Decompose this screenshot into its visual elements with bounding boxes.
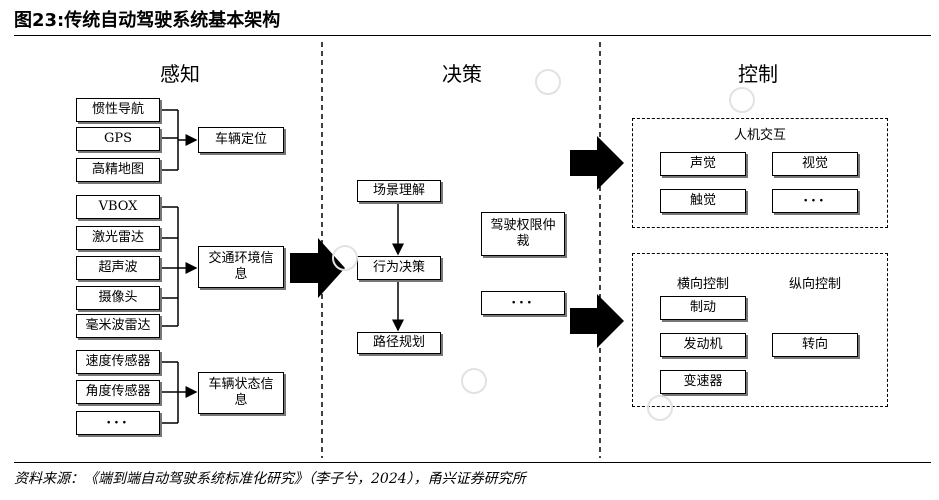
hmi-touch: 触觉 (660, 189, 746, 213)
column-heading-control: 控制 (738, 62, 778, 86)
hmi-sound: 声觉 (660, 152, 746, 176)
source-note: 资料来源：《端到端自动驾驶系统标准化研究》（李子兮，2024），甬兴证券研究所 (14, 471, 526, 487)
sensor-angle: 角度传感器 (76, 380, 160, 404)
column-heading-decision: 决策 (442, 62, 482, 86)
sensor-camera: 摄像头 (76, 286, 160, 310)
motion-control-group (632, 253, 888, 407)
control-transmission: 变速器 (660, 370, 746, 394)
hmi-group (632, 118, 888, 228)
title-rule (14, 35, 931, 36)
sensor-more: ··· (76, 411, 160, 435)
big-arrow-decision-hmi (570, 136, 624, 190)
sensor-vbox: VBOX (76, 195, 160, 219)
sensor-hd-map: 高精地图 (76, 158, 160, 182)
target-vehicle-localization: 车辆定位 (198, 127, 284, 153)
control-brake: 制动 (660, 296, 746, 320)
sensor-speed: 速度传感器 (76, 350, 160, 374)
big-arrow-decision-motion (570, 294, 624, 348)
decision-authority-arbitration: 驾驶权限仲裁 (481, 212, 565, 256)
bracket-group1 (160, 109, 198, 171)
big-arrow-perception-decision (290, 238, 345, 298)
sensor-mmwave-radar: 毫米波雷达 (76, 314, 160, 338)
longitudinal-control-title: 纵向控制 (788, 277, 841, 292)
sensor-ultrasonic: 超声波 (76, 256, 160, 280)
lateral-control-title: 横向控制 (676, 277, 729, 292)
target-traffic-environment: 交通环境信息 (198, 246, 284, 288)
decision-behavior: 行为决策 (357, 256, 441, 280)
footer-rule (14, 462, 931, 463)
decision-path-planning: 路径规划 (357, 332, 441, 354)
hmi-title: 人机交互 (733, 128, 786, 143)
control-engine: 发动机 (660, 333, 746, 357)
column-heading-perception: 感知 (160, 62, 200, 86)
control-steering: 转向 (772, 333, 858, 357)
decision-more: ··· (481, 291, 565, 315)
sensor-gps: GPS (76, 127, 160, 151)
decision-scene-understanding: 场景理解 (357, 180, 441, 202)
hmi-more: ··· (772, 189, 858, 213)
bracket-group3 (160, 361, 198, 424)
target-vehicle-state: 车辆状态信息 (198, 372, 284, 414)
hmi-vision: 视觉 (772, 152, 858, 176)
sensor-lidar: 激光雷达 (76, 226, 160, 250)
figure-title: 图23:传统自动驾驶系统基本架构 (14, 10, 281, 31)
sensor-inertial-nav: 惯性导航 (76, 98, 160, 122)
bracket-group2 (160, 206, 198, 327)
